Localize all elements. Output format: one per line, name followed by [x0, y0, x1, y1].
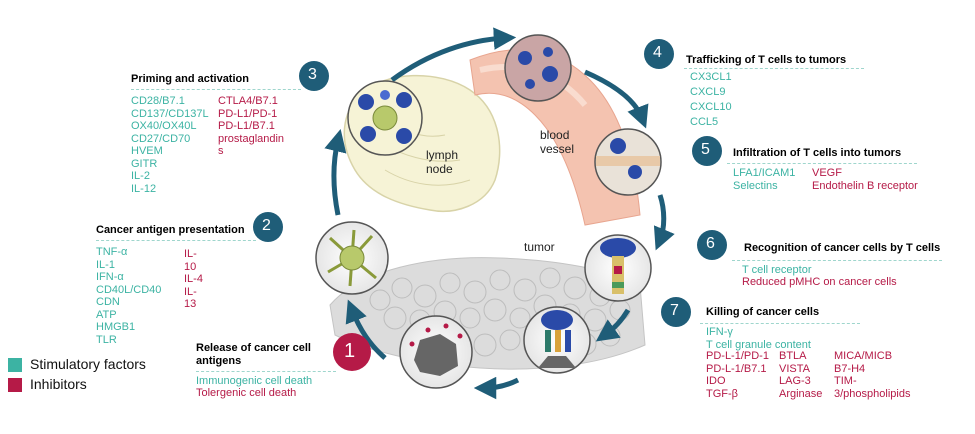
antigen-release-cell-illustration [399, 315, 473, 389]
step-5-title: Infiltration of T cells into tumors [733, 147, 902, 159]
recognition-cell-illustration [584, 234, 652, 302]
badge-2 [253, 212, 283, 242]
badge-3 [299, 61, 329, 91]
cycle-arrows [324, 27, 675, 400]
badge-1 [333, 333, 371, 371]
badge-4 [644, 39, 674, 69]
step-4-title: Trafficking of T cells to tumors [686, 54, 847, 66]
badge-number-3: 3 [308, 66, 317, 83]
badge-5 [692, 136, 722, 166]
step-3-title: Priming and activation [131, 73, 249, 85]
step-2-title: Cancer antigen presentation [96, 224, 245, 236]
step-6-divider [732, 260, 942, 261]
infiltration-cell-illustration [594, 128, 662, 196]
legend-stimulatory-swatch [8, 358, 22, 372]
step-2-divider [96, 240, 256, 241]
step-5-divider [727, 163, 917, 164]
antigen-presentation-cell-illustration [315, 221, 389, 295]
step-6-stimulatory-list: T cell receptor [742, 264, 812, 276]
tumor-label: tumor [524, 240, 555, 254]
step-7-divider [700, 323, 860, 324]
badge-number-6: 6 [706, 235, 715, 252]
step-6-inhibitor-list: Reduced pMHC on cancer cells [742, 276, 897, 288]
step-4-divider [684, 68, 864, 69]
badge-7 [661, 297, 691, 327]
step-7-title: Killing of cancer cells [706, 306, 820, 318]
priming-cell-illustration [347, 80, 423, 156]
badge-number-4: 4 [653, 44, 662, 61]
badge-number-1: 1 [344, 340, 356, 362]
legend-inhibitors-label: Inhibitors [30, 376, 87, 392]
badge-number-7: 7 [670, 302, 679, 319]
badge-6 [697, 230, 727, 260]
killing-cell-illustration [523, 306, 591, 374]
trafficking-cell-illustration [504, 34, 572, 102]
legend-stimulatory-label: Stimulatory factors [30, 356, 146, 372]
badge-number-2: 2 [262, 217, 271, 234]
legend-inhibitors-swatch [8, 378, 22, 392]
step-1-divider [196, 371, 336, 372]
step-6-title: Recognition of cancer cells by T cells [744, 242, 941, 254]
step-3-divider [131, 89, 301, 90]
badge-number-5: 5 [701, 141, 710, 158]
step-1-stimulatory-list: Immunogenic cell death [196, 375, 313, 387]
step-1-inhibitor-list: Tolergenic cell death [196, 387, 297, 399]
